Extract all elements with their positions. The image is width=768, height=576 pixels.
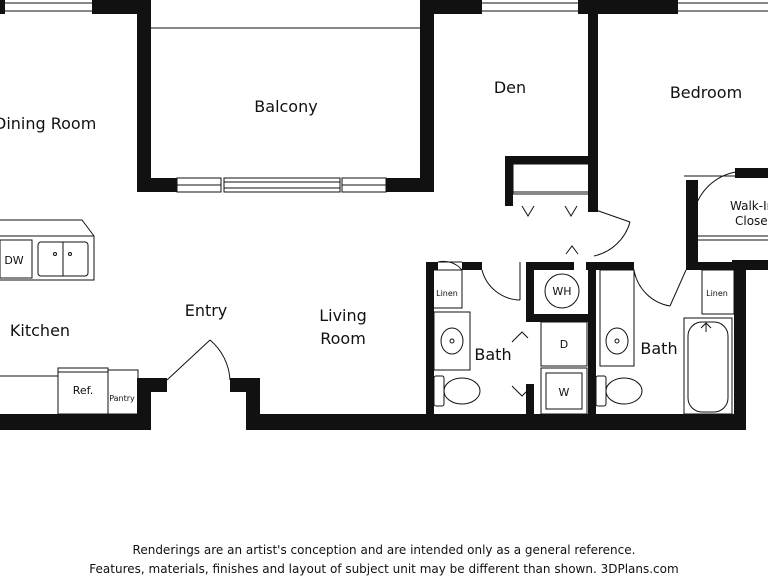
fixture-labels: DW Ref. Pantry Linen Linen WH D W	[4, 254, 728, 403]
balcony-label: Balcony	[254, 97, 317, 116]
bath-2-label: Bath	[640, 339, 677, 358]
bedroom-label: Bedroom	[670, 83, 742, 102]
washer-label: W	[559, 386, 570, 399]
water-heater-label: WH	[552, 285, 571, 298]
disclaimer-line-1: Renderings are an artist's conception an…	[132, 543, 636, 557]
dining-room-label: Dining Room	[0, 114, 96, 133]
pantry-label: Pantry	[109, 394, 135, 403]
walk-in-closet-label-line1: Walk-In	[730, 199, 768, 213]
linen-2-label: Linen	[706, 289, 728, 298]
disclaimer-line-2: Features, materials, finishes and layout…	[89, 562, 679, 576]
room-labels: Dining Room Balcony Den Bedroom Walk-In …	[0, 78, 768, 364]
bath-1-label: Bath	[474, 345, 511, 364]
walk-in-closet-label-line2: Closet	[735, 214, 768, 228]
kitchen-label: Kitchen	[10, 321, 70, 340]
dishwasher-label: DW	[4, 254, 23, 267]
living-room-label-line1: Living	[319, 306, 367, 325]
linework	[0, 2, 768, 415]
entry-label: Entry	[185, 301, 228, 320]
walls	[0, 0, 768, 430]
den-label: Den	[494, 78, 526, 97]
linen-1-label: Linen	[436, 289, 458, 298]
refrigerator-label: Ref.	[73, 384, 94, 397]
dryer-label: D	[560, 338, 568, 351]
living-room-label-line2: Room	[320, 329, 366, 348]
